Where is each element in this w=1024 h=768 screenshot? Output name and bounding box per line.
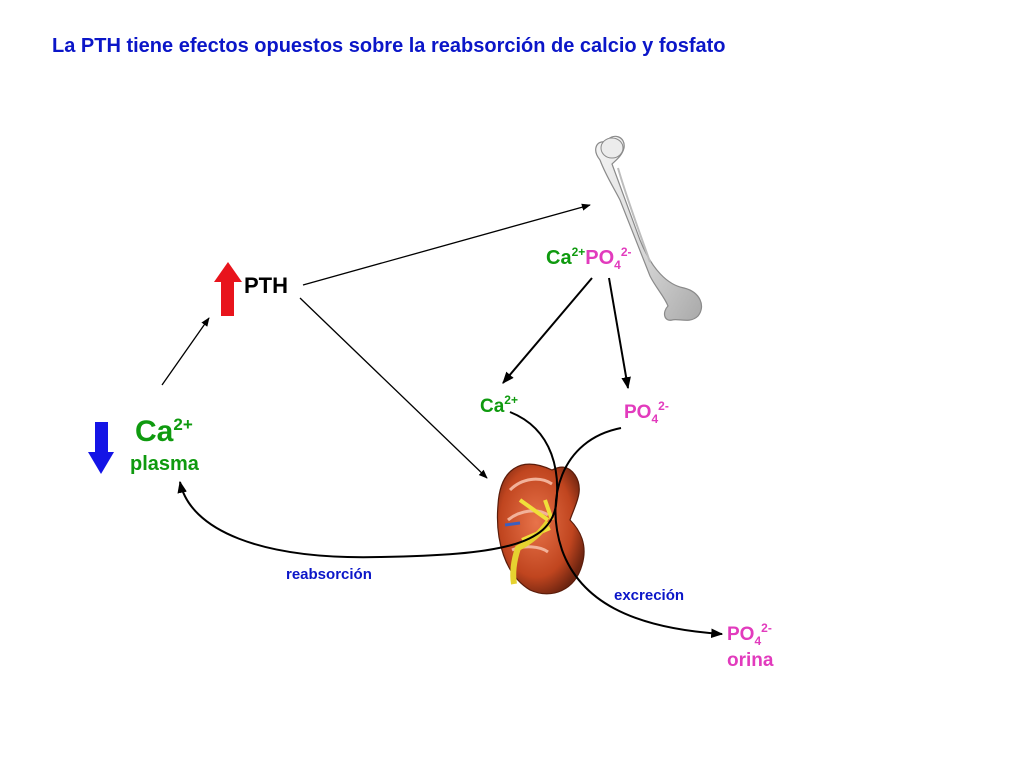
urine-po4-ion: PO42-	[727, 621, 772, 648]
arrow-bone-po-to-kidney-po	[608, 277, 631, 390]
arrow-po-excretion	[554, 427, 724, 639]
reabsorption-label: reabsorción	[286, 566, 372, 583]
kidney-ca-ion: Ca2+	[480, 393, 518, 417]
urine-label: orina	[727, 650, 774, 671]
plasma-ca-ion: Ca2+	[135, 415, 193, 448]
excretion-label: excreción	[614, 587, 684, 604]
plasma-ca-decrease-arrow-icon	[88, 422, 114, 474]
pth-label: PTH	[244, 273, 288, 298]
arrow-pth-to-kidney	[299, 297, 488, 479]
arrow-ca-reabsorption	[177, 411, 559, 559]
pth-increase-arrow-icon	[214, 262, 242, 316]
arrow-plasma-to-pth	[161, 317, 210, 386]
plasma-label: plasma	[130, 453, 200, 475]
page-title: La PTH tiene efectos opuestos sobre la r…	[52, 35, 726, 57]
kidney-po4-ion: PO42-	[624, 399, 669, 426]
arrow-pth-to-bone	[302, 203, 591, 286]
arrow-bone-ca-to-kidney-ca	[502, 277, 593, 384]
bone-icon	[595, 135, 703, 321]
kidney-icon	[496, 463, 585, 595]
pathway-arrows	[161, 203, 724, 639]
bone-minerals: Ca2+PO42-	[546, 245, 632, 272]
